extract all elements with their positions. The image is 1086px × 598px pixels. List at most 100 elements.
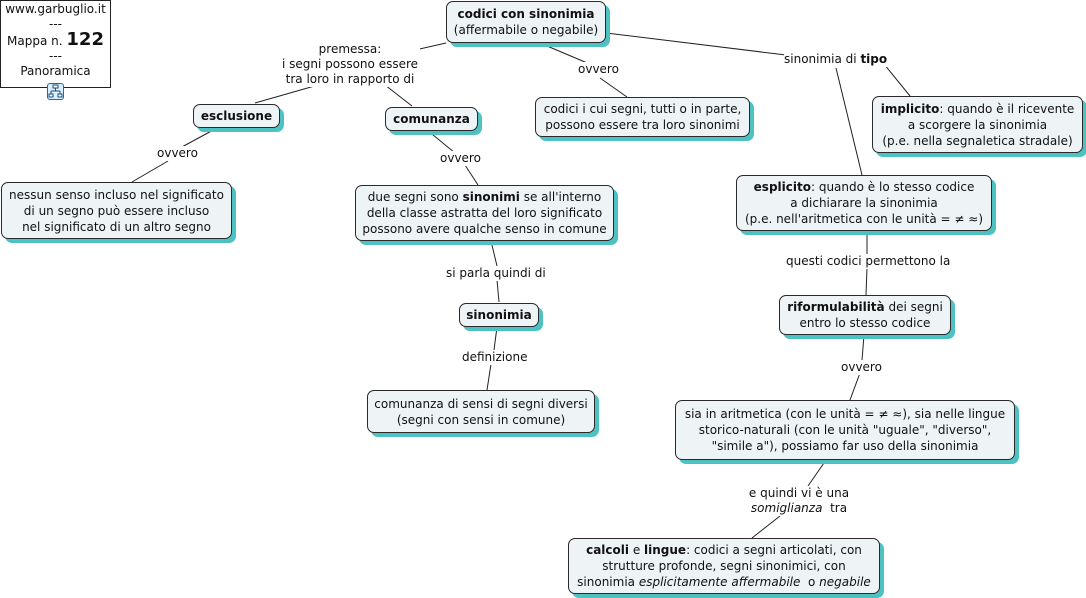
link-tipo-esplicito (835, 67, 863, 176)
node-nessun-senso[interactable]: nessun senso incluso nel significato di … (1, 182, 232, 239)
node-text-line: calcoli e lingue: codici a segni articol… (586, 542, 862, 558)
label-ovvero-esclusione: ovvero (157, 146, 198, 161)
node-subtitle: (affermabile o negabile) (453, 23, 599, 37)
node-text-line: di un segno può essere incluso (23, 203, 210, 218)
node-text-line: codici i cui segni, tutti o in parte, (543, 102, 742, 116)
link-premessa-esclusione (254, 84, 319, 104)
node-text-line: implicito: quando è il ricevente (881, 101, 1075, 117)
node-text-line: (p.e. nell'aritmetica con le unità = ≠ ≈… (744, 212, 984, 226)
node-title: esclusione (200, 109, 273, 123)
node-text-line: sia in aritmetica (con le unità = ≠ ≈), … (684, 407, 1006, 421)
label-ovvero-riformulabilita: ovvero (841, 360, 882, 375)
label-ovvero-comunanza: ovvero (440, 151, 481, 166)
label-italic-term: somiglianza (750, 501, 823, 515)
map-prefix: Mappa n. (7, 34, 63, 48)
node-text-line: esplicito: quando è lo stesso codice (754, 179, 975, 195)
link-ovvero-arit (849, 372, 861, 401)
node-text-line: a dichiarare la sinonimia (790, 196, 938, 210)
view-label: Panoramica (20, 64, 91, 78)
node-text-line: possono essere tra loro sinonimi (545, 118, 740, 132)
node-text-line: nessun senso incluso nel significato (9, 187, 224, 202)
node-bold-term: lingue (644, 543, 687, 557)
link-rif-ovvero (861, 334, 865, 361)
node-codici-segni-sinonimi[interactable]: codici i cui segni, tutti o in parte, po… (535, 97, 750, 137)
concept-map-icon[interactable] (47, 83, 64, 100)
node-text-line: (p.e. nella segnaletica stradale) (882, 133, 1073, 148)
link-esclusione-ovvero (179, 127, 218, 149)
label-line: e quindi vi è una (748, 486, 850, 500)
label-premessa: premessa: i segni possono essere tra lor… (280, 42, 420, 87)
node-text-line: strutture profonde, segni sinonimici, co… (602, 559, 846, 573)
node-codici-con-sinonimia[interactable]: codici con sinonimia (affermabile o nega… (446, 1, 606, 43)
node-text-pre: sinonimia (577, 575, 639, 589)
link-due-siparla (490, 240, 498, 267)
node-text-line: a scorgere la sinonimia (907, 117, 1048, 132)
node-text-line: (segni con sensi in comune) (396, 412, 566, 427)
node-bold-term: calcoli (586, 543, 629, 557)
label-sinonimia-di-tipo: sinonimia di tipo (784, 52, 888, 67)
node-aritmetica-lingue[interactable]: sia in aritmetica (con le unità = ≠ ≈), … (675, 400, 1015, 460)
separator: --- (49, 49, 62, 63)
node-esclusione[interactable]: esclusione (193, 104, 280, 128)
node-text-line: riformulabilità dei segni (787, 299, 943, 315)
link-siparla-sinonimia (496, 279, 500, 303)
node-italic-term: esplicitamente affermabile (638, 575, 801, 589)
node-text-line: possono avere qualche senso in comune (362, 222, 607, 236)
node-text-line: "simile a"), possiamo far uso della sino… (711, 439, 979, 453)
node-title: sinonimia (466, 308, 532, 322)
label-definizione: definizione (462, 350, 528, 365)
node-bold-term: esplicito (753, 180, 811, 194)
link-equindi-calcoli (751, 515, 781, 539)
node-comunanza[interactable]: comunanza (385, 107, 478, 131)
node-calcoli-e-lingue[interactable]: calcoli e lingue: codici a segni articol… (568, 538, 880, 594)
node-text-post: se all'interno (519, 190, 602, 204)
map-number: Mappa n. 122 (1, 29, 110, 50)
map-info-box: www.garbuglio.it --- Mappa n. 122 --- Pa… (0, 0, 111, 88)
label-line: premessa: (318, 42, 382, 56)
node-riformulabilita[interactable]: riformulabilità dei segni entro lo stess… (779, 295, 951, 335)
label-line: i segni possono essere (281, 57, 419, 71)
node-text-rest: : quando è il ricevente (939, 101, 1075, 116)
link-def-comunanza (486, 363, 492, 391)
site-url[interactable]: www.garbuglio.it (5, 2, 106, 16)
node-text-line: comunanza di sensi di segni diversi (374, 396, 588, 411)
label-questi-codici: questi codici permettono la (786, 254, 951, 269)
label-si-parla-quindi: si parla quindi di (446, 266, 546, 281)
link-ovvero-codici (599, 77, 628, 98)
node-title: codici con sinonimia (457, 7, 595, 21)
node-bold-term: sinonimi (462, 190, 520, 204)
node-implicito[interactable]: implicito: quando è il ricevente a scorg… (872, 96, 1083, 153)
label-bold-term: tipo (860, 52, 888, 66)
link-root-ovvero (539, 42, 593, 66)
node-text-line: entro lo stesso codice (799, 316, 931, 330)
node-italic-term: negabile (819, 575, 871, 589)
link-tipo-implicito (883, 63, 911, 97)
node-text-line: della classe astratta del loro significa… (366, 206, 603, 220)
node-sinonimia[interactable]: sinonimia (459, 303, 539, 327)
node-text-rest: dei segni (884, 300, 943, 314)
node-text-line: nel significato di un altro segno (22, 219, 211, 234)
link-questi-rif (865, 267, 868, 296)
label-text-pre: sinonimia di (784, 52, 861, 66)
node-title: comunanza (393, 112, 470, 126)
concept-map-icon-glyph (48, 84, 63, 98)
node-esplicito[interactable]: esplicito: quando è lo stesso codice a d… (736, 175, 992, 231)
node-comunanza-di-sensi[interactable]: comunanza di sensi di segni diversi (seg… (367, 390, 595, 433)
node-text-pre: due segni sono (367, 190, 463, 204)
node-text-mid: o (800, 575, 820, 589)
label-line: somiglianza tra (746, 501, 852, 516)
node-due-segni-sinonimi[interactable]: due segni sono sinonimi se all'interno d… (355, 185, 614, 241)
node-text-line: storico-naturali (con le unità "uguale",… (698, 423, 992, 437)
node-text-line: due segni sono sinonimi se all'interno (368, 189, 601, 205)
node-text-rest: : codici a segni articolati, con (686, 543, 862, 557)
link-ovvero-due (464, 164, 479, 186)
link-root-tipo (605, 32, 787, 56)
node-text-mid: e (629, 543, 645, 557)
link-ovvero-nessun (131, 160, 169, 183)
map-number-value: 122 (66, 29, 104, 50)
node-bold-term: implicito (880, 101, 940, 116)
separator: --- (49, 17, 62, 31)
label-text-post: tra (822, 501, 848, 515)
node-text-rest: : quando è lo stesso codice (810, 180, 975, 194)
